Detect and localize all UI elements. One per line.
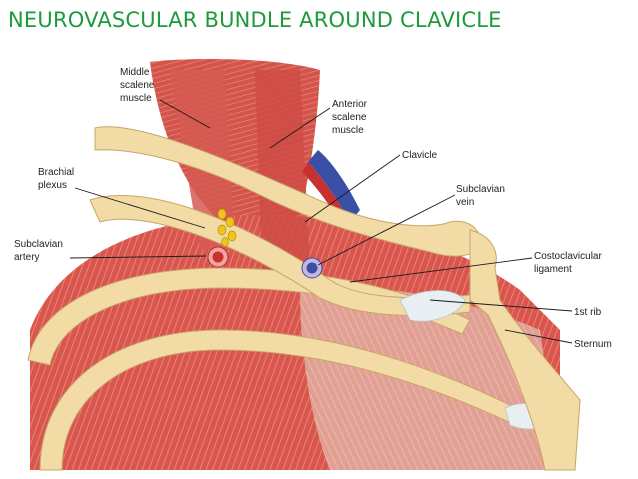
anterior-scalene-muscle xyxy=(255,70,310,272)
svg-text:Subclavian: Subclavian xyxy=(14,239,63,250)
svg-text:muscle: muscle xyxy=(120,93,152,104)
svg-text:Anterior: Anterior xyxy=(332,99,368,110)
label-subclavian-artery: Subclavian artery xyxy=(14,239,63,263)
sternum-bone xyxy=(469,229,581,471)
svg-text:Clavicle: Clavicle xyxy=(402,150,437,161)
svg-text:muscle: muscle xyxy=(332,125,364,136)
label-anterior-scalene: Anterior scalene muscle xyxy=(332,99,368,136)
label-middle-scalene: Middle scalene muscle xyxy=(120,67,155,104)
subclavian-vein-vessel xyxy=(308,150,360,222)
label-first-rib: 1st rib xyxy=(574,307,602,318)
label-sternum: Sternum xyxy=(574,339,612,350)
svg-text:Costoclavicular: Costoclavicular xyxy=(534,251,602,262)
label-brachial-plexus: Brachial plexus xyxy=(38,167,74,191)
svg-text:Sternum: Sternum xyxy=(574,339,612,350)
rib-cartilage xyxy=(399,290,466,322)
svg-text:1st rib: 1st rib xyxy=(574,307,602,318)
svg-text:Middle: Middle xyxy=(120,67,150,78)
page-title: NEUROVASCULAR BUNDLE AROUND CLAVICLE xyxy=(8,8,502,32)
svg-text:vein: vein xyxy=(456,197,474,208)
svg-text:plexus: plexus xyxy=(38,180,67,191)
brachial-plexus-nerves xyxy=(217,208,237,247)
svg-text:artery: artery xyxy=(14,252,40,263)
label-subclavian-vein: Subclavian vein xyxy=(456,184,505,208)
svg-text:Subclavian: Subclavian xyxy=(456,184,505,195)
leader-lines xyxy=(69,99,573,344)
svg-text:scalene: scalene xyxy=(332,112,367,123)
label-costoclavicular-ligament: Costoclavicular ligament xyxy=(534,251,602,275)
svg-text:Brachial: Brachial xyxy=(38,167,74,178)
svg-text:ligament: ligament xyxy=(534,264,572,275)
label-clavicle: Clavicle xyxy=(402,150,437,161)
svg-text:scalene: scalene xyxy=(120,80,155,91)
